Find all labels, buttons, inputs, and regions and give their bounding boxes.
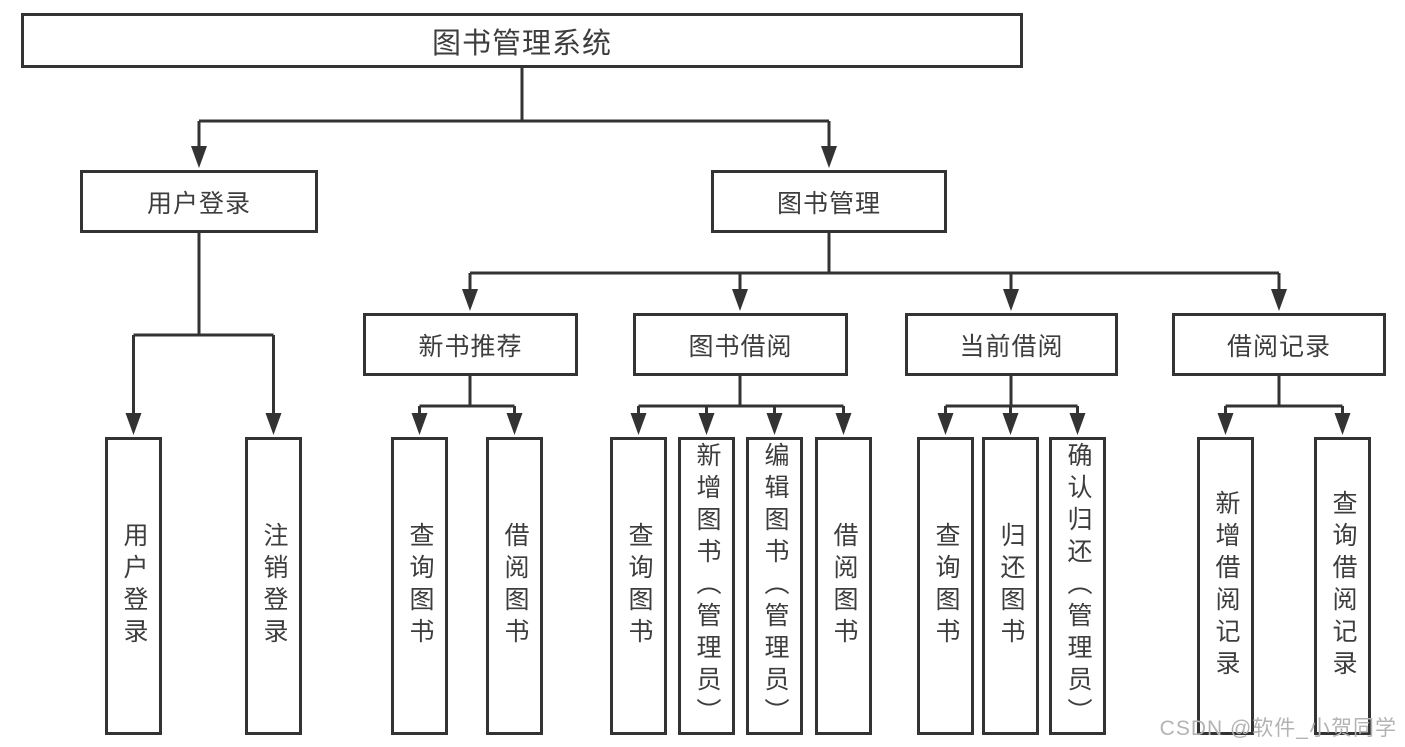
node-user-login: 用户登录 <box>80 170 318 233</box>
leaf-return-books-label: 归还图书 <box>997 522 1025 650</box>
leaf-add-borrow-record: 新增借阅记录 <box>1197 437 1254 735</box>
leaf-add-books-admin-label: 新增图书（管理员） <box>693 442 721 730</box>
leaf-query-books-recommend-label: 查询图书 <box>406 522 434 650</box>
leaf-borrow-books-recommend-label: 借阅图书 <box>501 522 529 650</box>
leaf-user-login-label: 用户登录 <box>120 522 148 650</box>
leaf-add-borrow-record-label: 新增借阅记录 <box>1212 490 1240 682</box>
leaf-query-books-current-label: 查询图书 <box>932 522 960 650</box>
leaf-query-borrow-record: 查询借阅记录 <box>1314 437 1371 735</box>
leaf-query-borrow-record-label: 查询借阅记录 <box>1329 490 1357 682</box>
leaf-user-login: 用户登录 <box>105 437 162 735</box>
leaf-borrow-books-borrowing: 借阅图书 <box>815 437 872 735</box>
leaf-edit-books-admin: 编辑图书（管理员） <box>746 437 803 735</box>
leaf-query-books-recommend: 查询图书 <box>391 437 448 735</box>
leaf-query-books-borrowing: 查询图书 <box>610 437 667 735</box>
node-borrowing-records: 借阅记录 <box>1172 313 1386 376</box>
node-current-borrowing: 当前借阅 <box>905 313 1118 376</box>
leaf-logout-login-label: 注销登录 <box>260 522 288 650</box>
leaf-return-books: 归还图书 <box>982 437 1039 735</box>
node-book-management-system-label: 图书管理系统 <box>431 27 612 60</box>
leaf-query-books-borrowing-label: 查询图书 <box>625 522 653 650</box>
leaf-add-books-admin: 新增图书（管理员） <box>678 437 735 735</box>
node-book-management-system: 图书管理系统 <box>21 13 1023 68</box>
leaf-query-books-current: 查询图书 <box>917 437 974 735</box>
leaf-logout-login: 注销登录 <box>245 437 302 735</box>
leaf-confirm-return-admin: 确认归还（管理员） <box>1049 437 1106 735</box>
csdn-watermark: CSDN @软件_小贺同学 <box>1159 717 1397 740</box>
node-book-management-label: 图书管理 <box>776 189 881 218</box>
node-book-borrowing-label: 图书借阅 <box>688 332 793 361</box>
node-new-book-recommend: 新书推荐 <box>363 313 578 376</box>
leaf-confirm-return-admin-label: 确认归还（管理员） <box>1064 442 1092 730</box>
leaf-borrow-books-borrowing-label: 借阅图书 <box>830 522 858 650</box>
leaf-borrow-books-recommend: 借阅图书 <box>486 437 543 735</box>
node-borrowing-records-label: 借阅记录 <box>1226 332 1331 361</box>
leaf-edit-books-admin-label: 编辑图书（管理员） <box>761 442 789 730</box>
node-current-borrowing-label: 当前借阅 <box>959 332 1064 361</box>
node-book-borrowing: 图书借阅 <box>633 313 848 376</box>
node-new-book-recommend-label: 新书推荐 <box>418 332 523 361</box>
node-user-login-label: 用户登录 <box>146 189 251 218</box>
node-book-management: 图书管理 <box>711 170 947 233</box>
